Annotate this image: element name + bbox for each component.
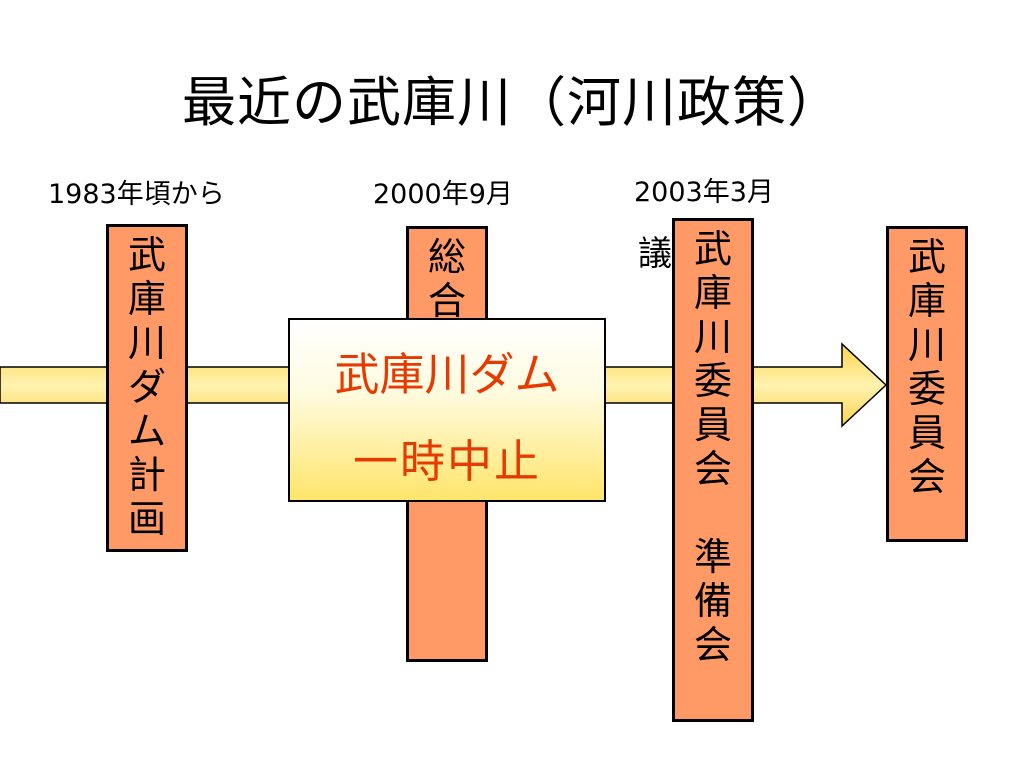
date-label-1983: 1983年頃から — [48, 179, 225, 210]
box-char: 合 — [427, 279, 466, 323]
box-char: 準 — [693, 535, 732, 579]
box-char: 計 — [127, 453, 166, 497]
committee-prep-box: 武 庫 川 委 員 会 準 備 会 — [672, 218, 754, 722]
box-char: 川 — [127, 321, 166, 365]
date-label-2000: 2000年9月 — [373, 179, 513, 210]
partial-text: 議 — [638, 234, 672, 274]
box-char: 備 — [693, 579, 732, 623]
callout-line-1: 武庫川ダム — [334, 348, 560, 401]
dam-plan-box: 武 庫 川 ダ ム 計 画 — [106, 224, 188, 552]
box-char: 員 — [693, 403, 732, 447]
box-char: 員 — [907, 411, 946, 455]
box-char: 委 — [907, 367, 946, 411]
box-char: 会 — [907, 455, 946, 499]
box-char: 武 — [907, 235, 946, 279]
box-char: 庫 — [693, 271, 732, 315]
box-char: 川 — [907, 323, 946, 367]
box-char: 武 — [693, 227, 732, 271]
callout-line-2: 一時中止 — [352, 435, 541, 488]
box-char: 庫 — [907, 279, 946, 323]
box-char: 会 — [693, 447, 732, 491]
box-char: 武 — [127, 233, 166, 277]
box-char: 川 — [693, 315, 732, 359]
box-char: ム — [127, 409, 166, 453]
box-char: 総 — [427, 235, 466, 279]
committee-box: 武 庫 川 委 員 会 — [886, 226, 968, 542]
box-char: ダ — [127, 365, 166, 409]
box-char: 画 — [127, 497, 166, 541]
box-char: 会 — [693, 623, 732, 667]
dam-suspension-callout: 武庫川ダム 一時中止 — [288, 318, 606, 502]
box-char: 庫 — [127, 277, 166, 321]
box-char: 委 — [693, 359, 732, 403]
page-title: 最近の武庫川（河川政策） — [182, 71, 842, 134]
date-label-2003: 2003年3月 — [634, 177, 774, 208]
